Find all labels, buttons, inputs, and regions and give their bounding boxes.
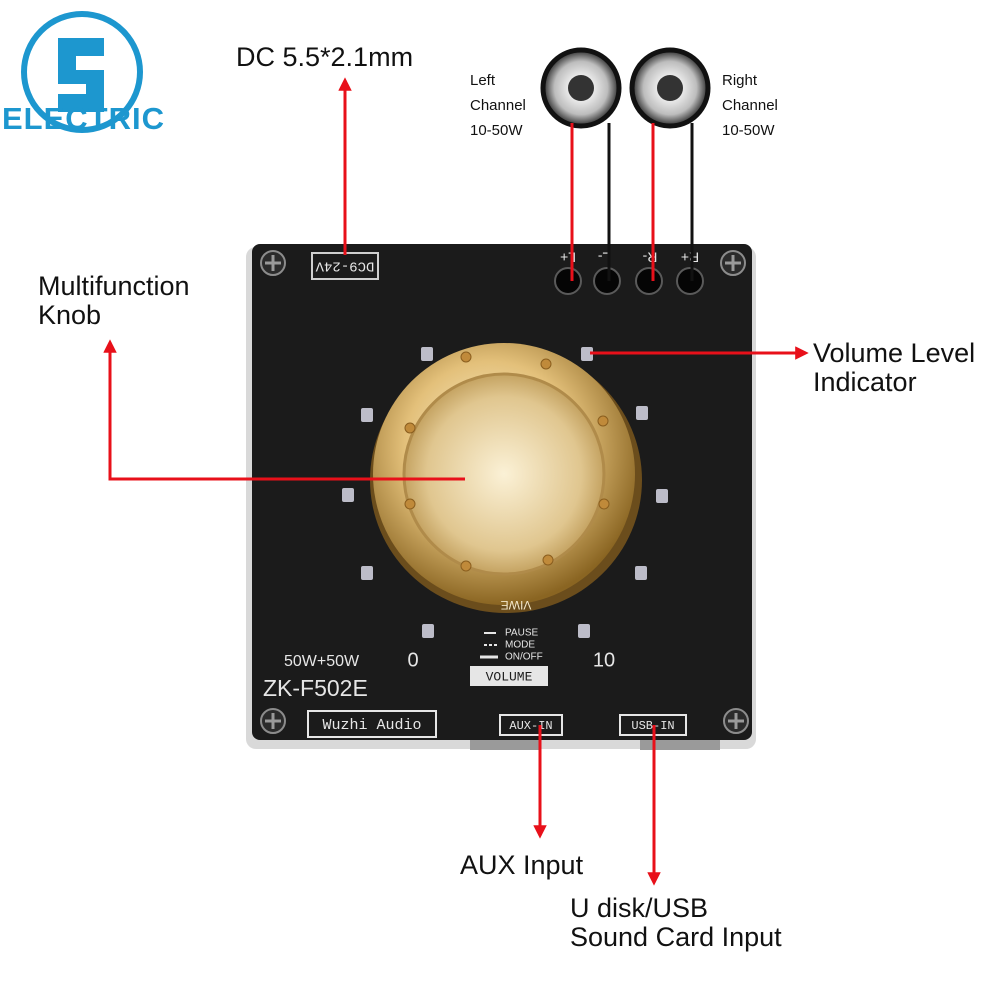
knob-callout-line2: Knob: [38, 300, 102, 330]
volume-callout: Volume Level Indicator: [813, 339, 975, 397]
legend-onoff: ON/OFF: [505, 652, 543, 663]
left-speaker-line1: Left: [470, 72, 496, 89]
knob-callout: Multifunction Knob: [38, 272, 190, 330]
volume-led-indicators: [342, 347, 668, 638]
terminal-label-l-minus: L-: [597, 249, 610, 265]
led-indicator: [422, 624, 434, 638]
scale-min-label: 0: [407, 649, 418, 671]
led-indicator: [361, 408, 373, 422]
right-speaker-icon: [629, 47, 711, 129]
dc-callout: DC 5.5*2.1mm: [236, 42, 414, 72]
aux-label: AUX-IN: [509, 719, 552, 733]
speaker-terminals: [554, 267, 704, 295]
volume-label-box: [470, 666, 548, 686]
brand-label-box: [307, 710, 437, 738]
volume-callout-line1: Volume Level: [813, 338, 976, 368]
led-indicator: [342, 488, 354, 502]
screw-icon: [260, 250, 286, 276]
speaker-wires: [570, 123, 694, 281]
knob-arrow: [103, 339, 465, 481]
screw-icon: [260, 708, 286, 734]
control-legend: PAUSE MODE ON/OFF: [480, 628, 543, 663]
knob-ring-text: VIWE: [501, 598, 532, 612]
logo-text: ELECTRIC: [2, 101, 165, 136]
led-indicator: [656, 489, 668, 503]
brand-logo: [21, 11, 143, 133]
right-speaker-line1: Right: [722, 72, 758, 89]
right-speaker-label: Right Channel 10-50W: [722, 68, 778, 143]
led-indicator: [635, 566, 647, 580]
usb-callout-line1: U disk/USB: [570, 893, 709, 923]
legend-pause: PAUSE: [505, 628, 538, 639]
volume-label: VOLUME: [486, 669, 533, 684]
terminal-label-r-minus: R-: [642, 249, 657, 265]
volume-callout-line2: Indicator: [813, 367, 917, 397]
legend-mode: MODE: [505, 640, 535, 651]
power-rating: 50W+50W: [284, 653, 360, 670]
screw-icon: [720, 250, 746, 276]
led-indicator: [421, 347, 433, 361]
callout-arrows: [103, 77, 809, 886]
left-speaker-line2: Channel: [470, 97, 526, 114]
led-indicator: [578, 624, 590, 638]
model-number: ZK-F502E: [263, 675, 368, 701]
knob-callout-line1: Multifunction: [38, 271, 190, 301]
screw-icon: [723, 708, 749, 734]
left-speaker-icon: [540, 47, 622, 129]
logo-mark-icon: [58, 38, 104, 112]
brand-label: Wuzhi Audio: [322, 717, 421, 734]
usb-callout: U disk/USB Sound Card Input: [570, 894, 782, 952]
terminal-label-r-plus: R+: [681, 249, 699, 265]
amplifier-board: DC9-24V L+ L- R- R+: [246, 244, 756, 750]
right-speaker-line3: 10-50W: [722, 122, 775, 139]
terminal-label-l-plus: L+: [560, 249, 576, 265]
multifunction-knob[interactable]: VIWE: [370, 343, 642, 613]
usb-port: [640, 740, 720, 750]
led-indicator: [361, 566, 373, 580]
aux-port: [470, 740, 540, 750]
left-speaker-line3: 10-50W: [470, 122, 523, 139]
dc-label: DC9-24V: [315, 257, 374, 273]
led-indicator: [581, 347, 593, 361]
scale-max-label: 10: [593, 649, 615, 671]
aux-label-box: [499, 714, 563, 736]
aux-callout: AUX Input: [460, 850, 584, 880]
usb-callout-line2: Sound Card Input: [570, 922, 782, 952]
right-speaker-line2: Channel: [722, 97, 778, 114]
led-indicator: [636, 406, 648, 420]
left-speaker-label: Left Channel 10-50W: [470, 68, 526, 143]
